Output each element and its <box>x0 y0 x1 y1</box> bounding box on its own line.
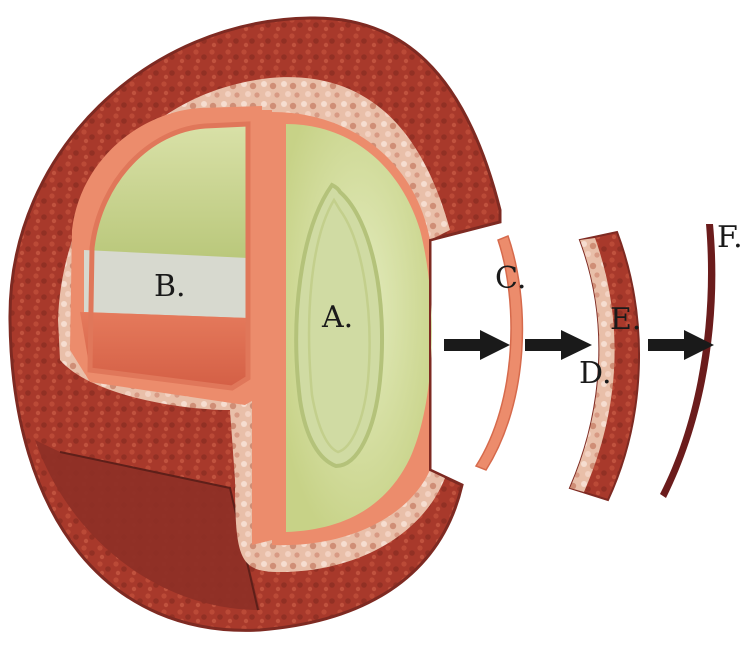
arrow-right-icon <box>648 330 714 360</box>
endosperm-groove-inner <box>307 197 371 454</box>
label-a: A. <box>321 300 353 335</box>
lower-orange-tissue <box>80 312 248 388</box>
label-f: F. <box>717 220 743 255</box>
label-c: C. <box>495 261 526 296</box>
label-e: E. <box>610 302 641 337</box>
arrow-right-icon <box>525 330 592 360</box>
left-cavity-outline <box>87 121 251 391</box>
layer-d-parchment <box>570 238 615 492</box>
layer-de-piece <box>568 230 640 502</box>
left-cavity <box>70 106 262 405</box>
right-cavity <box>272 112 432 546</box>
label-d: D. <box>579 356 612 391</box>
layer-f-skin <box>660 224 716 498</box>
bean-body <box>8 16 502 632</box>
central-membrane <box>252 110 272 545</box>
outer-cut-line <box>59 451 259 611</box>
layer-c-silverskin <box>474 235 524 471</box>
left-cavity-green <box>92 124 248 262</box>
embryo-band <box>84 250 248 318</box>
label-b: B. <box>154 269 186 304</box>
arrow-right-icon <box>444 330 510 360</box>
cut-notch-edge <box>429 221 501 486</box>
